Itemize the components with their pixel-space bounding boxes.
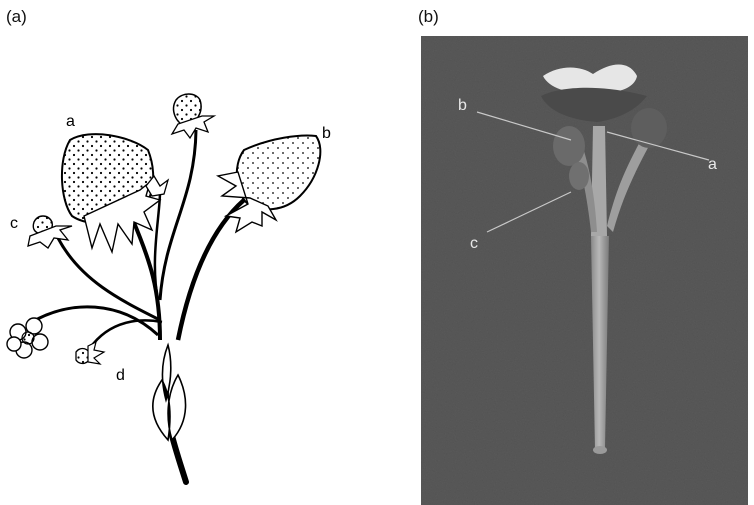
annotation-a: a [66, 113, 75, 130]
small-fruit-d [76, 342, 104, 364]
annotation-d: d [116, 367, 125, 384]
photo-label-b: b [458, 97, 467, 114]
strawberry-truss-photo: b a c [421, 36, 748, 505]
open-flower [7, 318, 48, 358]
branch-to-small-fruit [90, 320, 162, 348]
photo-bud-lower [569, 162, 589, 190]
basal-bracts [153, 345, 186, 440]
annotation-c: c [10, 215, 18, 232]
branch-to-top-bud [160, 130, 196, 300]
annotation-b: b [322, 125, 331, 142]
photo-label-a: a [708, 156, 717, 173]
photo-label-c: c [470, 235, 478, 252]
panel-b-label: (b) [418, 7, 439, 27]
branch-to-side-bud [155, 192, 160, 300]
strawberry-truss-drawing: a b c d [0, 0, 420, 505]
photo-bud-right [631, 108, 667, 148]
branch-to-fruit-b [178, 200, 244, 340]
photo-bud-left [553, 126, 585, 166]
